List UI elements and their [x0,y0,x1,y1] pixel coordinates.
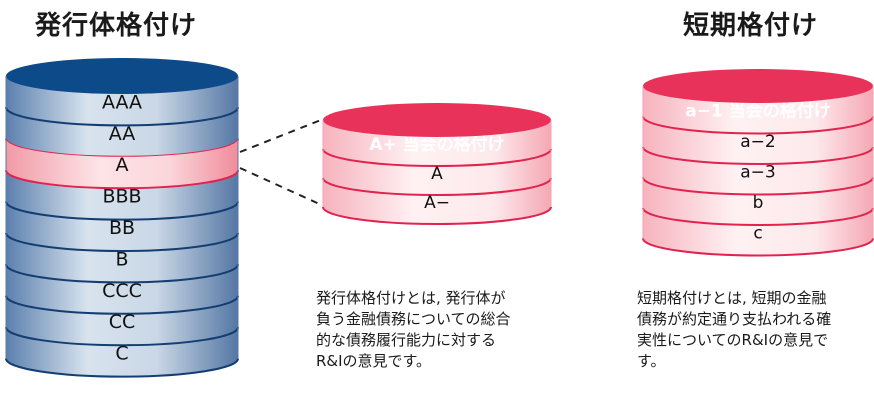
band-divider [5,358,239,378]
band-divider [322,148,552,167]
band-divider [5,107,239,127]
cylinder-top [6,58,238,94]
grade-label: b [753,193,764,213]
band-divider [5,138,239,158]
short-term-description-line: 実性についてのR&Iの意見で [637,331,829,349]
grade-label: a−3 [740,163,775,183]
short-term-description-line: す。 [637,352,666,370]
connector-lines [239,117,327,208]
band-divider [5,170,239,190]
grade-label: A− [424,193,450,213]
band-divider [322,177,552,196]
highlight-band [6,138,238,189]
short-term-cylinder: a−1 当会の格付け a−2 a−3 bc [642,69,874,257]
band-divider [5,295,239,315]
band-divider [642,207,874,226]
band-divider [322,206,552,225]
band-divider [5,232,239,252]
short-term-description-line: 債務が約定通り支払われる確 [637,310,832,328]
connector-upper [239,117,327,153]
cylinder-top [643,69,873,103]
short-term-rating-title: 短期格付け [683,11,819,41]
grade-label: CC [109,311,136,333]
grade-label: A [431,164,443,184]
issuer-description-line: 負う金融債務についての総合 [316,310,511,328]
grade-label: BB [109,217,135,239]
grade-label: A+ 当会の格付け [369,134,504,155]
issuer-description: 発行体格付けとは, 発行体が 負う金融債務についての総合 的な債務履行能力に対す… [316,288,511,372]
band-divider [642,177,874,196]
cylinder-top [323,103,551,137]
band-divider [5,201,239,221]
grade-label: B [115,248,128,270]
notch-cylinder: A+ 当会の格付け A A− [322,103,552,225]
short-term-description: 短期格付けとは, 短期の金融 債務が約定通り支払われる確 実性についてのR&Iの… [637,288,874,372]
band-divider [642,238,874,257]
band-divider [5,264,239,284]
connector-lower [239,167,327,208]
grade-label: a−1 当会の格付け [685,101,830,122]
grade-label: A [116,154,129,176]
band-divider [642,146,874,165]
grade-label: AAA [102,91,142,113]
issuer-description-line: R&Iの意見です。 [316,352,432,370]
short-term-description-line: 短期格付けとは, 短期の金融 [637,289,827,307]
grade-label: C [115,343,128,365]
grade-label: a−2 [740,132,775,152]
issuer-rating-title: 発行体格付け [35,11,198,41]
band-divider [5,327,239,347]
issuer-description-line: 発行体格付けとは, 発行体が [316,289,506,307]
grade-label: c [753,224,762,244]
grade-label: CCC [102,280,142,302]
grade-label: AA [109,123,136,145]
issuer-description-line: 的な債務履行能力に対する [316,331,497,349]
grade-label: BBB [102,186,141,208]
band-divider [642,116,874,135]
